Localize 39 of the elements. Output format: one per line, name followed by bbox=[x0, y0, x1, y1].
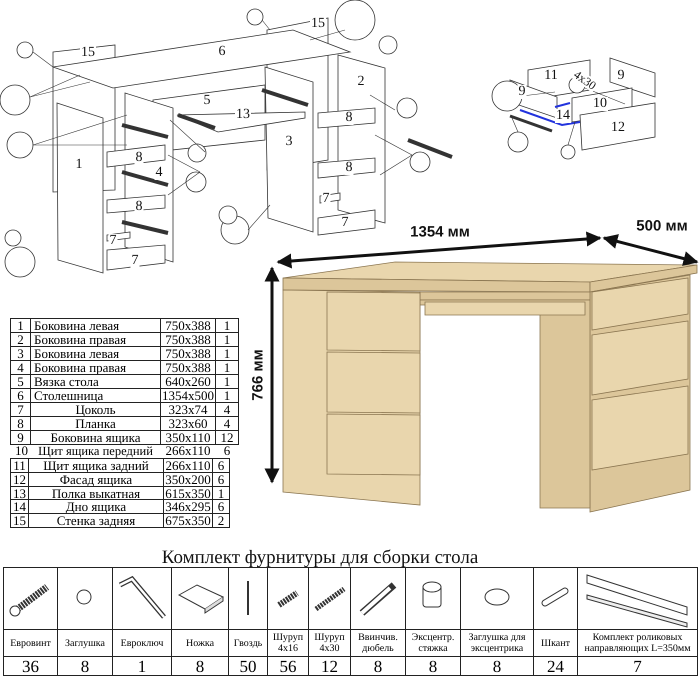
row-number: 15 bbox=[10, 513, 29, 528]
row-number: 1 bbox=[10, 318, 31, 333]
part-quantity: 6 bbox=[222, 444, 232, 459]
part-quantity: 12 bbox=[215, 430, 239, 445]
part-size: 350x110 bbox=[160, 430, 216, 445]
dimension-label: 500 мм bbox=[636, 218, 688, 234]
part-name: Боковина левая bbox=[30, 318, 161, 333]
part-number: 10 bbox=[592, 97, 608, 111]
part-quantity: 2 bbox=[212, 513, 230, 528]
part-number: 7 bbox=[322, 192, 330, 206]
row-number: 11 bbox=[10, 458, 29, 473]
part-name: Стенка задняя bbox=[28, 513, 164, 528]
part-size: 346x295 bbox=[163, 499, 213, 514]
row-number: 10 bbox=[14, 444, 29, 459]
part-size: 266x110 bbox=[163, 458, 213, 473]
part-number: 8 bbox=[344, 161, 354, 175]
part-number: 4 bbox=[154, 166, 164, 180]
part-name: Щит ящика передний bbox=[37, 444, 154, 459]
quantity: 36 bbox=[3, 656, 58, 676]
part-number: 9 bbox=[518, 85, 526, 99]
part-number: 7 bbox=[130, 254, 140, 268]
row-number: 9 bbox=[10, 430, 31, 445]
row-number: 14 bbox=[10, 499, 29, 514]
table-heading: Комплект фурнитуры для сборки стола bbox=[162, 548, 478, 567]
part-size: 1354x500 bbox=[160, 388, 216, 403]
part-number: 8 bbox=[344, 111, 354, 125]
dimension-label: 1354 мм bbox=[410, 224, 470, 240]
dimension-label: 766 мм bbox=[250, 349, 266, 401]
part-quantity: 1 bbox=[215, 318, 239, 333]
quantity: 7 bbox=[577, 656, 698, 676]
part-number: 14 bbox=[555, 109, 571, 123]
part-quantity: 6 bbox=[212, 458, 230, 473]
part-name: Щит ящика задний bbox=[28, 458, 164, 473]
part-size: 750x388 bbox=[160, 318, 216, 333]
part-number: 8 bbox=[134, 200, 144, 214]
part-number: 8 bbox=[134, 151, 144, 165]
part-size: 675x350 bbox=[163, 513, 213, 528]
part-size: 266x110 bbox=[164, 444, 212, 459]
part-number: 15 bbox=[80, 46, 96, 60]
